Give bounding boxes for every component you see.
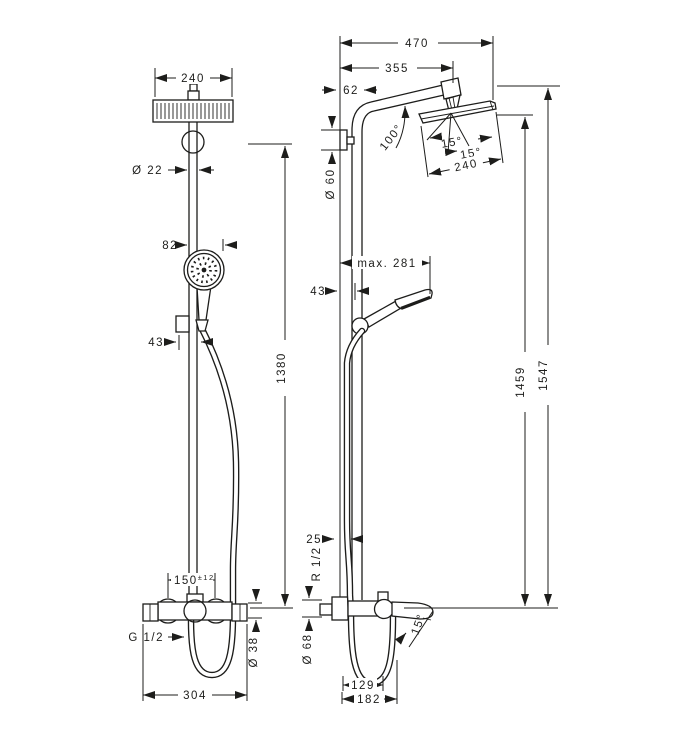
svg-text:Ø 60: Ø 60 bbox=[325, 169, 337, 200]
svg-text:1459: 1459 bbox=[515, 366, 527, 398]
shower-hose-side bbox=[343, 327, 397, 687]
hand-shower-side bbox=[351, 288, 433, 335]
valve-body-side bbox=[347, 600, 379, 617]
spray-nozzle-center bbox=[201, 267, 207, 273]
arm-elbow bbox=[440, 77, 462, 100]
svg-text:470: 470 bbox=[405, 38, 429, 50]
dim-valve-width: 304 bbox=[142, 624, 248, 702]
spray-nozzle-ring-outer bbox=[190, 256, 218, 284]
svg-text:25: 25 bbox=[306, 534, 322, 546]
dim-total-reach: 470 bbox=[340, 36, 494, 100]
dim-holder-offset-front: 43 bbox=[148, 335, 213, 350]
slider-holder-front bbox=[175, 315, 190, 333]
overhead-shower-front bbox=[152, 83, 234, 123]
pole-and-arm-inner bbox=[361, 94, 445, 600]
hand-shower-handle-front bbox=[196, 285, 212, 321]
valve-body-front bbox=[157, 601, 233, 621]
dim-total-height: 1547 bbox=[497, 85, 560, 606]
dim-handshower-offset: 82 bbox=[162, 239, 237, 252]
dim-holder-offset-side: 43 bbox=[310, 283, 369, 300]
overhead-shower-side bbox=[418, 77, 497, 154]
hand-shower-head-inner bbox=[186, 252, 222, 288]
svg-text:15°: 15° bbox=[440, 135, 464, 151]
wall-nut bbox=[319, 603, 333, 616]
wall-bracket-ring bbox=[181, 130, 205, 154]
valve-escutcheon bbox=[331, 596, 349, 621]
dim-spray-angle-left: 15° bbox=[429, 132, 493, 151]
bath-valve-side-front-parts bbox=[347, 591, 434, 621]
dim-head-height: 1459 bbox=[497, 114, 533, 606]
hose-connector-cone bbox=[195, 319, 209, 332]
svg-text:max. 281: max. 281 bbox=[357, 258, 416, 270]
shower-hose-front bbox=[187, 325, 240, 679]
dim-bar-height: 1380 bbox=[248, 143, 293, 609]
shower-pole-front bbox=[188, 122, 198, 602]
svg-text:240: 240 bbox=[181, 73, 205, 85]
svg-text:100°: 100° bbox=[378, 122, 406, 153]
svg-text:240: 240 bbox=[453, 158, 479, 175]
thermostat-valve-front bbox=[142, 593, 248, 624]
svg-text:43: 43 bbox=[148, 337, 164, 349]
dim-hose-loop-width: 129 bbox=[342, 676, 384, 692]
hand-shower-head-side bbox=[394, 288, 433, 310]
dim-head-depth: 240 bbox=[420, 111, 504, 178]
dim-valve-centers: 150±12 bbox=[167, 573, 216, 598]
valve-cap-left bbox=[142, 603, 159, 622]
svg-text:1380: 1380 bbox=[276, 352, 288, 384]
dim-hose-loop-outer-width: 182 bbox=[341, 660, 398, 706]
overhead-head-hatching bbox=[156, 103, 230, 119]
svg-text:R 1/2: R 1/2 bbox=[311, 547, 323, 582]
dim-pipe-wall-gap: 25 bbox=[306, 534, 363, 546]
dim-pole-diameter: Ø 22 bbox=[132, 165, 214, 177]
tub-spout bbox=[391, 601, 434, 620]
svg-text:Ø 38: Ø 38 bbox=[248, 637, 260, 668]
svg-text:G 1/2: G 1/2 bbox=[128, 632, 164, 644]
head-swivel-knob bbox=[187, 90, 200, 101]
svg-text:Ø 68: Ø 68 bbox=[302, 634, 314, 665]
svg-text:1547: 1547 bbox=[538, 359, 550, 391]
svg-text:304: 304 bbox=[183, 690, 207, 702]
svg-text:150±12: 150±12 bbox=[174, 573, 215, 587]
hand-shower-handle-side bbox=[363, 300, 402, 328]
spray-nozzle-ring-inner bbox=[196, 262, 212, 278]
valve-handle-side bbox=[373, 598, 395, 620]
pole-and-arm-outer bbox=[351, 84, 444, 600]
svg-text:43: 43 bbox=[310, 286, 326, 298]
side-view: 470 355 62 100° Ø 60 bbox=[302, 36, 560, 706]
dim-wall-to-pipe: 62 bbox=[322, 85, 377, 97]
svg-text:62: 62 bbox=[343, 85, 359, 97]
svg-text:Ø 22: Ø 22 bbox=[132, 165, 163, 177]
dim-head-width: 240 bbox=[154, 68, 233, 97]
overhead-head-side bbox=[418, 100, 497, 124]
svg-text:355: 355 bbox=[385, 63, 409, 75]
dim-escutcheon-diameter: Ø 68 bbox=[302, 634, 314, 665]
dim-valve-diameter: Ø 38 bbox=[248, 589, 262, 668]
dim-arm-angle: 100° bbox=[378, 105, 410, 153]
valve-cap-right bbox=[231, 603, 248, 622]
dim-wall-thread: R 1/2 bbox=[302, 547, 323, 631]
svg-text:129: 129 bbox=[351, 680, 375, 692]
svg-text:82: 82 bbox=[162, 240, 178, 252]
dim-arm-projection: 355 bbox=[340, 61, 454, 83]
svg-text:182: 182 bbox=[357, 694, 381, 706]
bath-valve-side bbox=[319, 596, 349, 621]
hand-shower-front bbox=[175, 249, 225, 333]
dim-bracket-diameter: Ø 60 bbox=[321, 116, 344, 200]
valve-center-junction bbox=[183, 599, 207, 623]
front-view: 240 Ø 22 82 43 1380 bbox=[128, 68, 293, 702]
dim-handshower-projection: max. 281 bbox=[340, 256, 431, 294]
dim-hose-thread: G 1/2 bbox=[128, 632, 184, 644]
head-swivel-knob-top bbox=[189, 83, 198, 92]
